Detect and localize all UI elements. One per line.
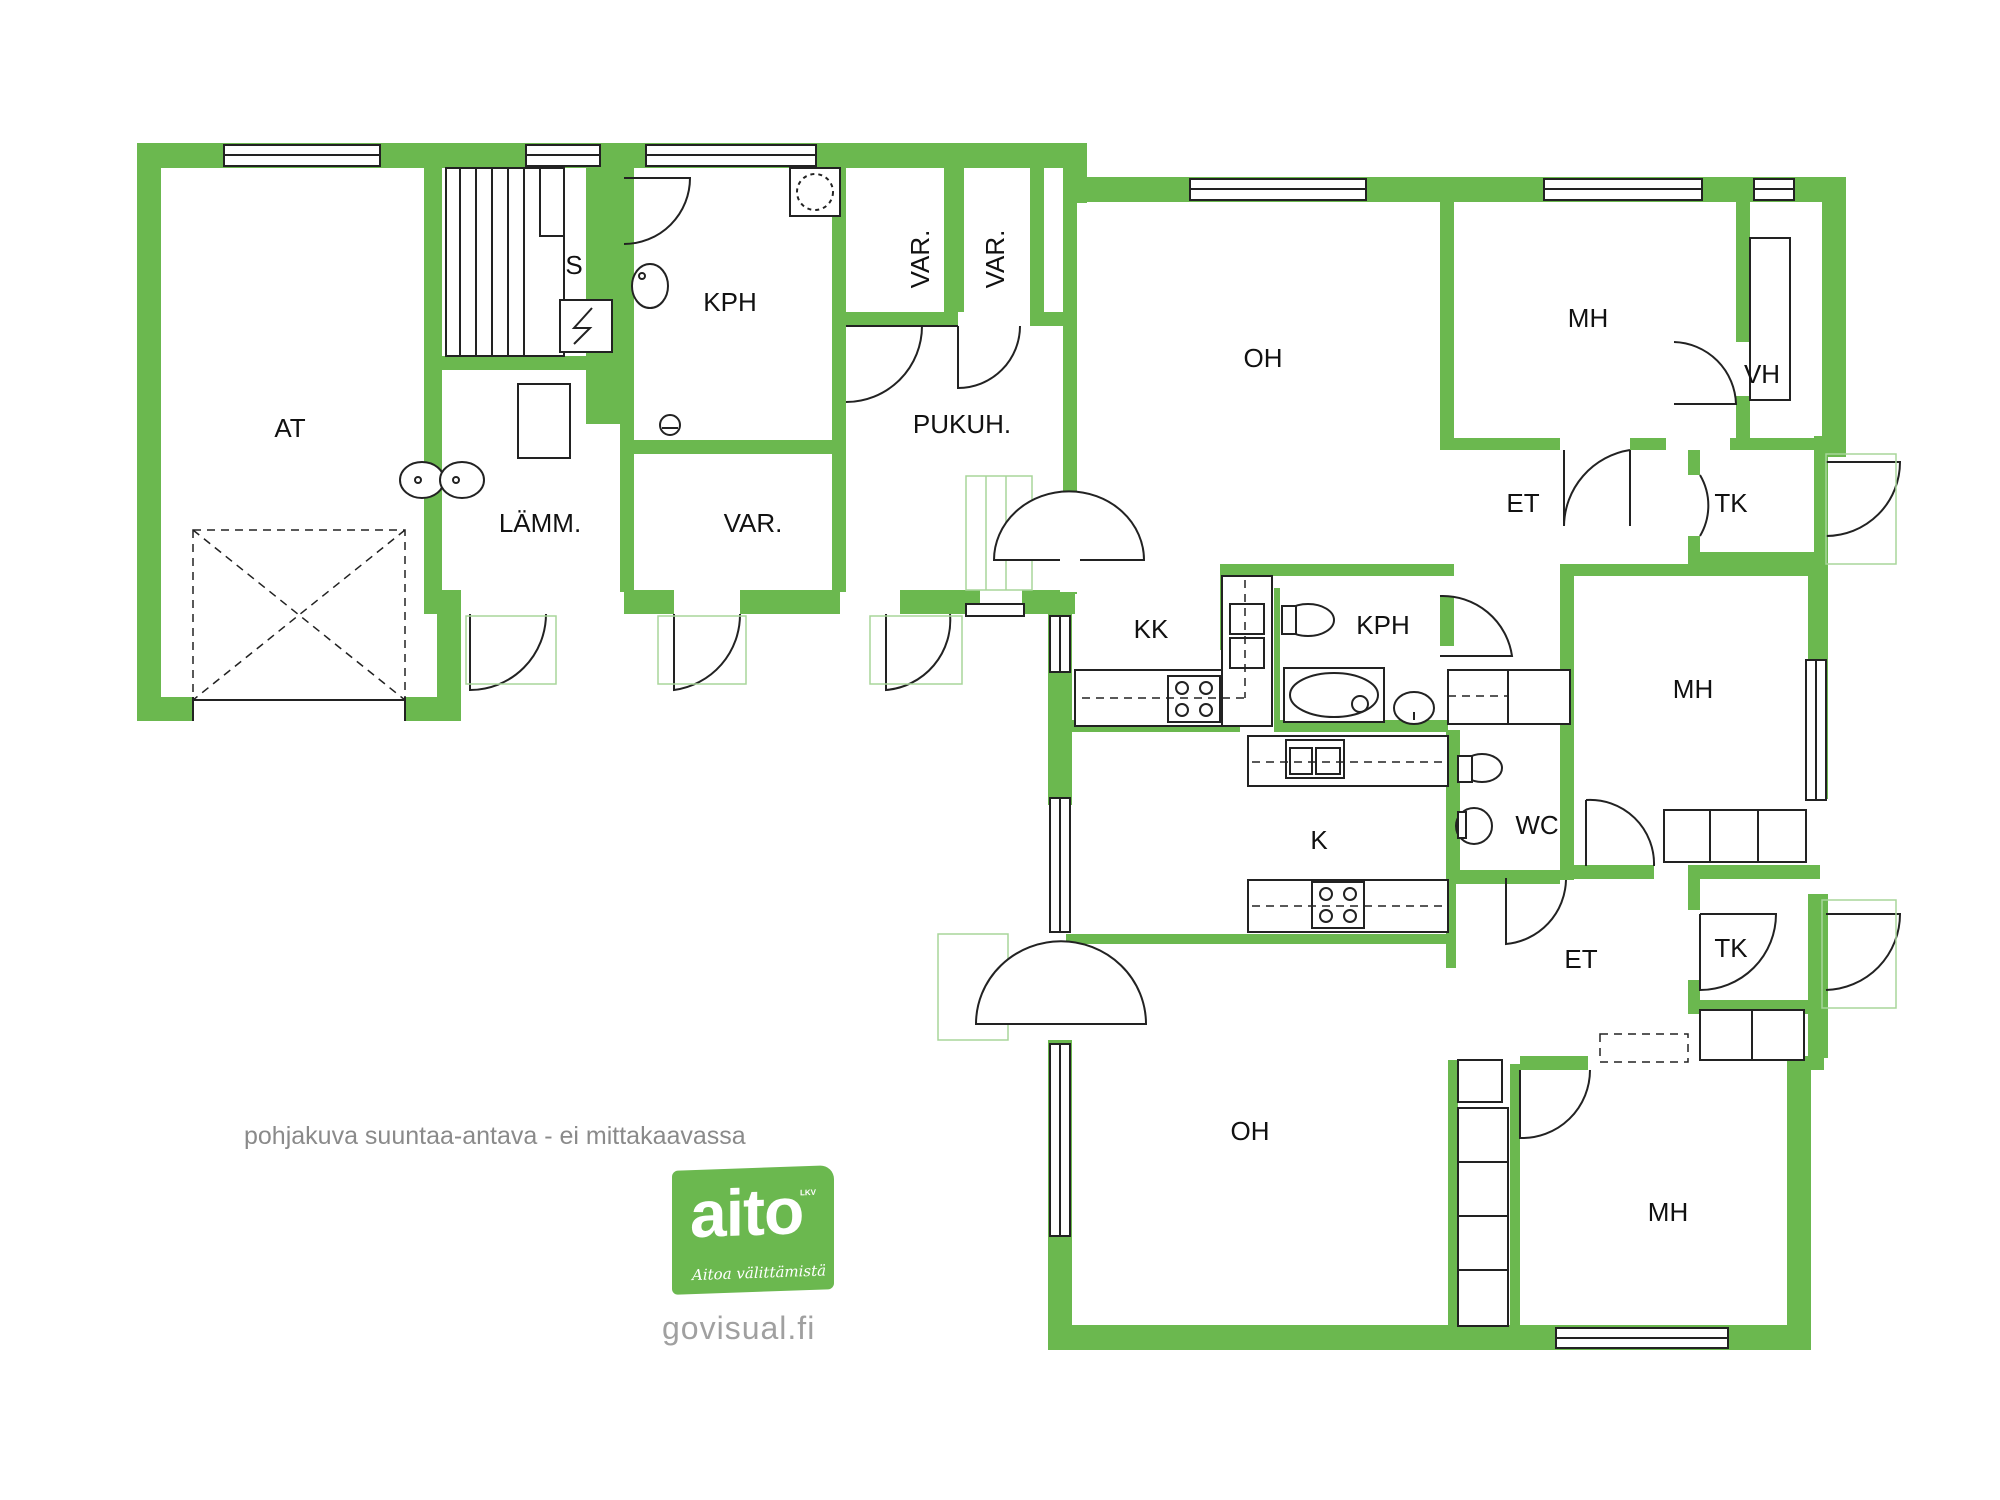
- room-label-var3: VAR.: [724, 508, 783, 538]
- room-label-wc: WC: [1515, 810, 1558, 840]
- room-label-oh2: OH: [1231, 1116, 1270, 1146]
- room-labels: AT S KPH VAR. VAR. PUKUH. LÄMM. VAR. OH …: [274, 230, 1780, 1227]
- logo-tagline: Aitoa välittämistä: [692, 1261, 827, 1285]
- room-label-var1: VAR.: [905, 230, 935, 289]
- room-label-pukuh: PUKUH.: [913, 409, 1011, 439]
- logo-wordmark: aito: [690, 1173, 804, 1252]
- website-text: govisual.fi: [662, 1310, 816, 1346]
- disclaimer-text: pohjakuva suuntaa-antava - ei mittakaava…: [244, 1122, 746, 1150]
- room-label-tk1: TK: [1714, 488, 1748, 518]
- room-label-kph2: KPH: [1356, 610, 1409, 640]
- room-label-at: AT: [274, 413, 305, 443]
- fixtures: [192, 167, 1902, 1327]
- room-label-oh1: OH: [1244, 343, 1283, 373]
- logo-lkv: LKV: [800, 1187, 816, 1198]
- room-label-tk2: TK: [1714, 933, 1748, 963]
- room-label-mh2: MH: [1673, 674, 1713, 704]
- aito-logo: aito LKV Aitoa välittämistä: [672, 1165, 834, 1295]
- room-label-lamm: LÄMM.: [499, 508, 581, 538]
- room-label-et2: ET: [1564, 944, 1597, 974]
- room-label-kph1: KPH: [703, 287, 756, 317]
- room-label-s: S: [565, 250, 582, 280]
- room-label-kk: KK: [1134, 614, 1169, 644]
- room-label-var2: VAR.: [980, 230, 1010, 289]
- room-label-vh: VH: [1744, 359, 1780, 389]
- room-label-k: K: [1310, 825, 1328, 855]
- room-label-mh1: MH: [1568, 303, 1608, 333]
- room-label-mh3: MH: [1648, 1197, 1688, 1227]
- room-label-et1: ET: [1506, 488, 1539, 518]
- windows: [223, 144, 1827, 1349]
